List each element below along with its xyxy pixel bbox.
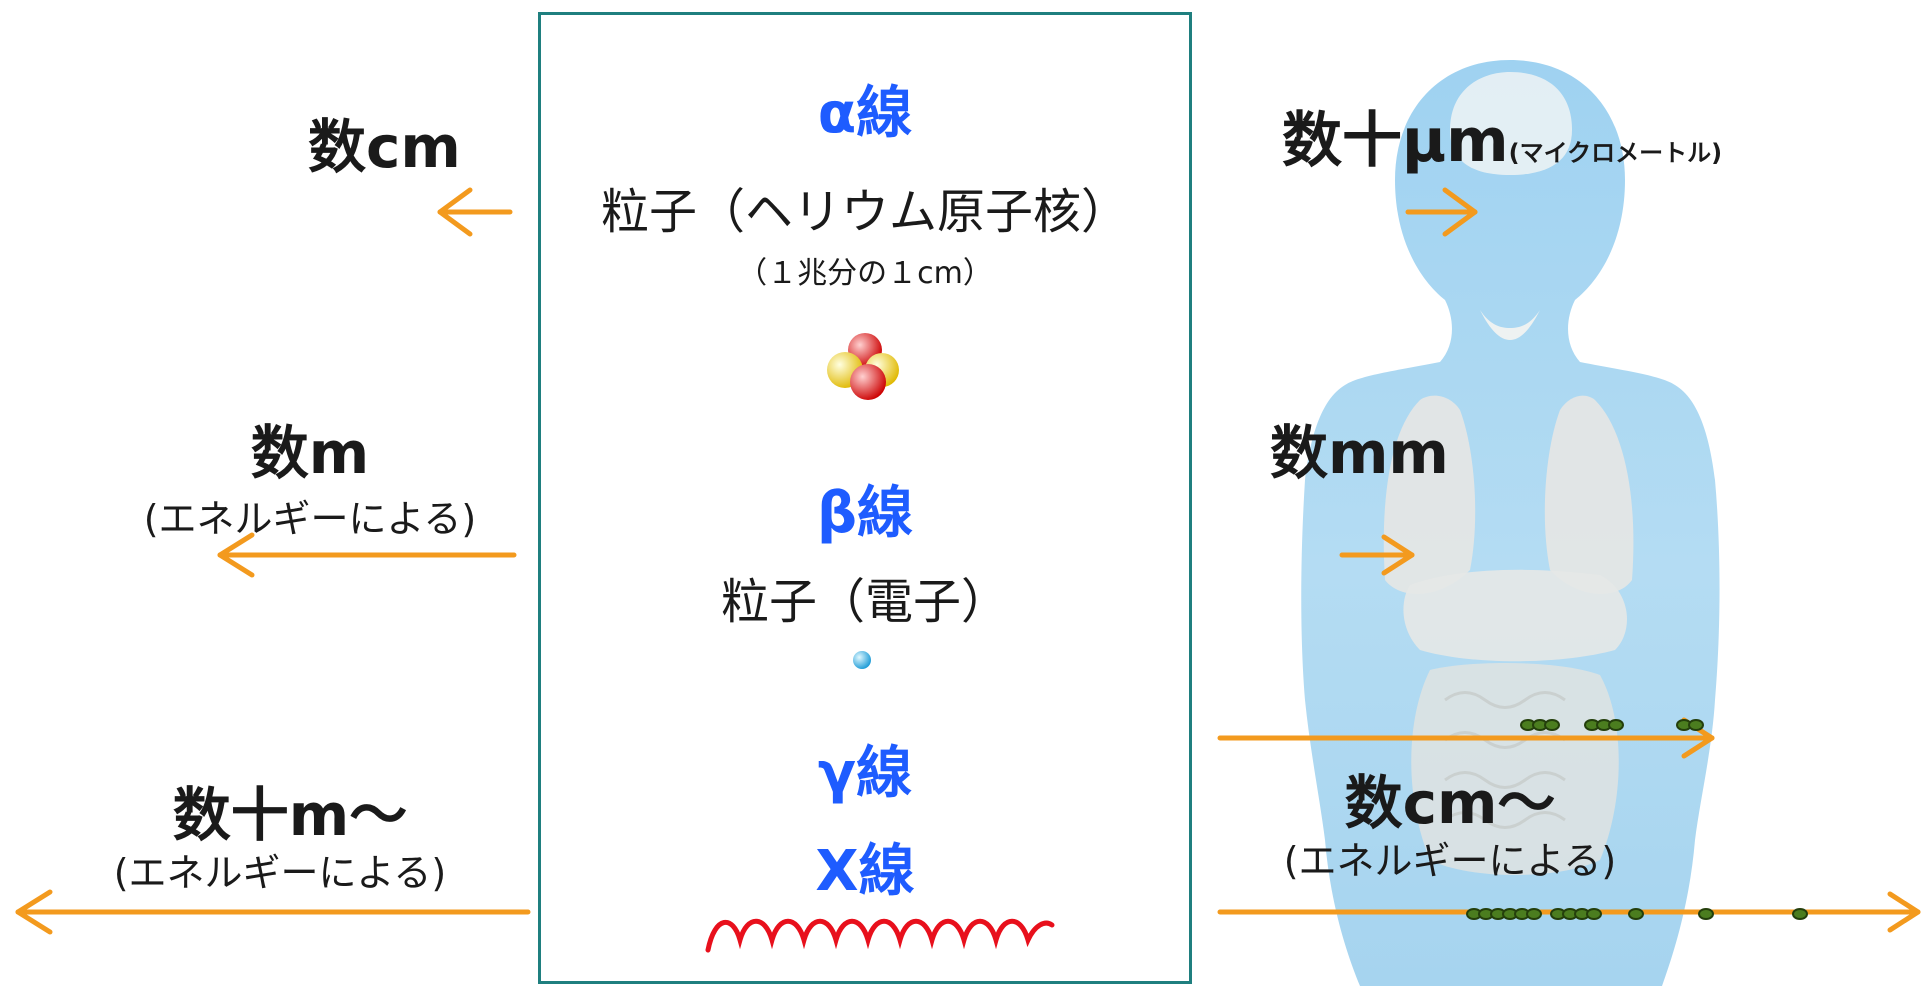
gamma-air-arrow — [15, 889, 531, 935]
alpha-range-body-value: 数十μm — [1282, 106, 1509, 176]
ionization-particles-lower — [1466, 908, 1808, 920]
beta-range-air: 数m — [250, 419, 370, 487]
beta-range-air-note: (エネルギーによる) — [143, 497, 477, 541]
intestines — [1411, 663, 1619, 875]
left-lung — [1383, 395, 1476, 594]
beta-ray-description: 粒子（電子） — [720, 574, 1009, 630]
wave-icon — [705, 918, 1055, 953]
alpha-air-arrow — [437, 187, 513, 237]
ionization-particles-upper — [1520, 719, 1704, 731]
alpha-ray-size: （１兆分の１cm） — [737, 256, 993, 291]
gamma-range-body: 数cm～ — [1344, 769, 1556, 837]
gamma-ray-title: γ線 — [817, 741, 913, 806]
beta-body-arrow — [1339, 534, 1415, 576]
gamma-range-air-note: (エネルギーによる) — [113, 851, 447, 895]
beta-air-arrow — [217, 532, 517, 578]
brain-shape — [1450, 72, 1572, 175]
alpha-ray-title: α線 — [817, 81, 913, 146]
right-lung — [1544, 395, 1634, 594]
gamma-range-body-note: (エネルギーによる) — [1283, 839, 1617, 883]
alpha-range-air: 数cm — [308, 113, 461, 181]
body-traverse-arrow-upper — [1217, 717, 1715, 759]
alpha-range-body: 数十μm(マイクロメートル) — [1282, 92, 1722, 179]
gamma-range-air: 数十m～ — [172, 781, 408, 849]
alpha-ray-description: 粒子（ヘリウム原子核） — [600, 184, 1129, 240]
alpha-body-arrow — [1405, 187, 1478, 237]
beta-ray-title: β線 — [816, 481, 914, 546]
intestine-coils — [1444, 691, 1566, 829]
radiation-types-box — [538, 12, 1192, 984]
helium-nucleus-icon — [827, 333, 899, 400]
beta-range-body: 数mm — [1270, 419, 1449, 487]
stomach-liver — [1403, 569, 1627, 662]
xray-title: X線 — [815, 839, 915, 904]
thyroid-shape — [1480, 310, 1540, 340]
human-body-illustration — [1301, 60, 1720, 986]
electron-icon — [853, 651, 871, 669]
alpha-range-body-unit: (マイクロメートル) — [1508, 139, 1723, 167]
